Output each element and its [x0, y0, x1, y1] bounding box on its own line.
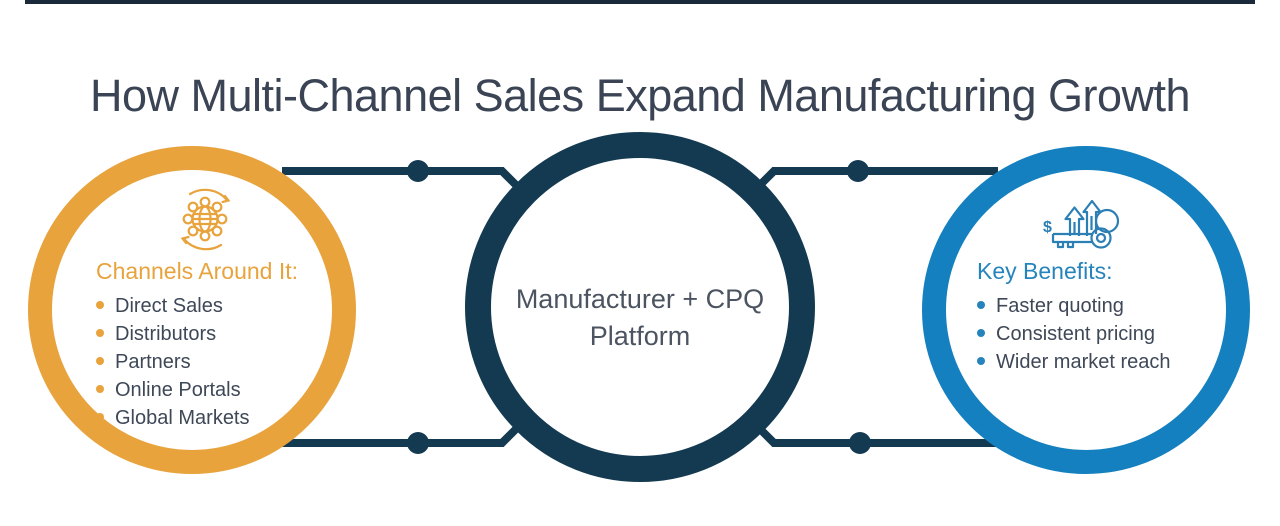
list-item: Online Portals	[96, 378, 298, 402]
platform-circle-ring	[465, 132, 815, 482]
platform-label-line1: Manufacturer + CPQ	[515, 284, 765, 314]
benefit-label: Consistent pricing	[996, 323, 1155, 345]
bullet-dot	[977, 329, 985, 337]
benefits-heading: Key Benefits:	[977, 258, 1113, 284]
channel-label: Global Markets	[115, 407, 250, 429]
channels-circle-ring	[28, 146, 356, 474]
list-item: Faster quoting	[977, 294, 1171, 318]
list-item: Direct Sales	[96, 294, 298, 318]
channels-panel: Channels Around It: Direct Sales Distrib…	[96, 258, 298, 434]
bullet-dot	[96, 413, 104, 421]
benefits-list: Faster quoting Consistent pricing Wider …	[977, 294, 1171, 374]
benefits-panel: Key Benefits: Faster quoting Consistent …	[977, 258, 1171, 378]
list-item: Global Markets	[96, 406, 298, 430]
globe-gear-icon	[166, 183, 244, 262]
bullet-dot	[96, 385, 104, 393]
bullet-dot	[977, 357, 985, 365]
list-item: Partners	[96, 350, 298, 374]
channel-label: Partners	[115, 351, 191, 373]
node-dot-bottom-left	[407, 432, 429, 454]
connector-nodes	[407, 160, 871, 454]
benefits-circle-ring	[922, 146, 1250, 474]
channels-list: Direct Sales Distributors Partners Onlin…	[96, 294, 298, 430]
top-border-line	[25, 0, 1255, 4]
svg-text:$: $	[1043, 219, 1052, 236]
platform-label: Manufacturer + CPQ Platform	[490, 281, 790, 355]
node-dot-top-right	[847, 160, 869, 182]
bullet-dot	[96, 329, 104, 337]
channel-label: Online Portals	[115, 379, 241, 401]
list-item: Distributors	[96, 322, 298, 346]
channels-heading: Channels Around It:	[96, 258, 299, 284]
list-item: Consistent pricing	[977, 322, 1171, 346]
key-growth-icon: $	[1040, 194, 1126, 261]
bullet-dot	[96, 357, 104, 365]
bullet-dot	[96, 301, 104, 309]
bullet-dot	[977, 301, 985, 309]
platform-label-line2: Platform	[589, 321, 691, 351]
channel-label: Direct Sales	[115, 295, 223, 317]
benefit-label: Wider market reach	[996, 351, 1171, 373]
node-dot-bottom-right	[849, 432, 871, 454]
list-item: Wider market reach	[977, 350, 1171, 374]
channel-label: Distributors	[115, 323, 217, 345]
page-title: How Multi-Channel Sales Expand Manufactu…	[89, 70, 1191, 122]
node-dot-top-left	[407, 160, 429, 182]
benefit-label: Faster quoting	[996, 295, 1124, 317]
